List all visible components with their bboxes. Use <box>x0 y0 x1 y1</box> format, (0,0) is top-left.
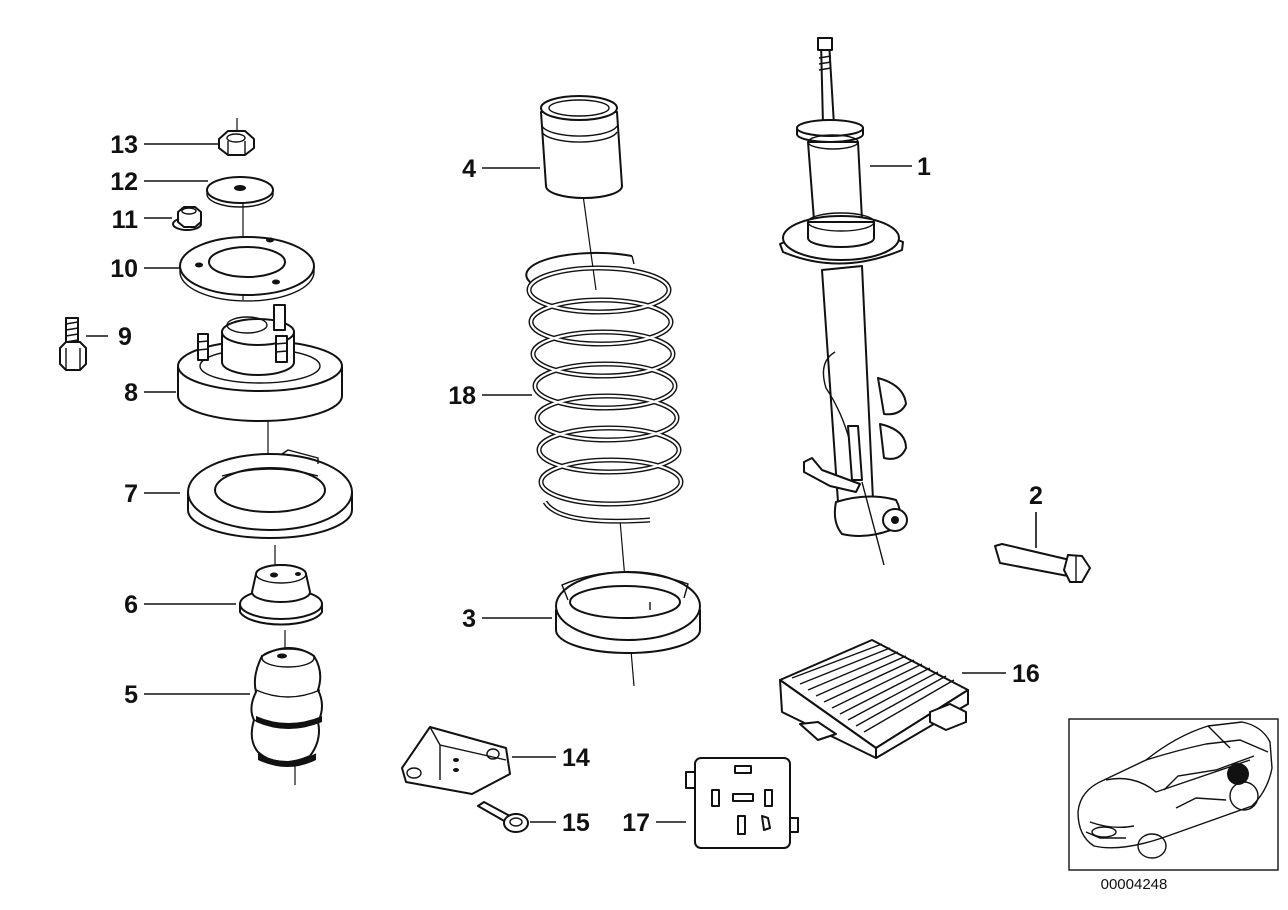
leader-lines <box>86 143 1037 823</box>
part-2-hex-bolt[interactable] <box>994 543 1091 583</box>
vehicle-location-inset: 00004248 <box>1068 718 1279 893</box>
car-outline <box>1077 721 1273 859</box>
callout-5: 5 <box>124 681 138 709</box>
callout-labels: 13 12 11 10 9 8 7 6 5 4 18 3 1 2 16 14 1… <box>110 131 1043 837</box>
part-10-mounting-plate[interactable] <box>179 236 315 302</box>
part-5-bump-stop[interactable] <box>250 647 323 767</box>
callout-18: 18 <box>448 382 476 410</box>
part-15-screw[interactable] <box>477 801 529 833</box>
part-14-sensor[interactable] <box>401 726 511 795</box>
callout-7: 7 <box>124 480 138 508</box>
diagram-code: 00004248 <box>1101 876 1168 893</box>
part-3-lower-spring-pad[interactable] <box>555 571 701 654</box>
inset-frame <box>1068 718 1279 871</box>
part-13-hex-nut[interactable] <box>218 130 255 156</box>
callout-13: 13 <box>110 131 138 159</box>
part-12-washer[interactable] <box>206 176 274 208</box>
part-9-bolt[interactable] <box>59 317 87 371</box>
part-7-spring-pad[interactable] <box>187 449 353 539</box>
callout-14: 14 <box>562 744 590 772</box>
part-16-control-unit[interactable] <box>779 639 969 759</box>
callout-10: 10 <box>110 255 138 283</box>
part-4-protection-tube[interactable] <box>540 95 623 199</box>
callout-2: 2 <box>1029 482 1043 510</box>
callout-15: 15 <box>562 809 590 837</box>
callout-11: 11 <box>112 206 139 234</box>
part-1-shock-absorber[interactable] <box>779 37 908 566</box>
part-6-bump-stop-cap[interactable] <box>239 564 323 626</box>
part-11-flange-nut[interactable] <box>172 206 202 231</box>
part-17-relay[interactable] <box>685 757 799 849</box>
callout-12: 12 <box>110 168 138 196</box>
callout-1: 1 <box>917 153 931 181</box>
part-8-strut-top-mount[interactable] <box>177 304 343 422</box>
location-marker <box>1227 763 1249 785</box>
callout-16: 16 <box>1012 660 1040 688</box>
callout-6: 6 <box>124 591 138 619</box>
part-18-coil-spring[interactable] <box>525 251 684 524</box>
callout-17: 17 <box>622 809 650 837</box>
callout-8: 8 <box>124 379 138 407</box>
callout-3: 3 <box>462 605 476 633</box>
callout-4: 4 <box>462 155 476 183</box>
axis-center-top <box>582 194 597 291</box>
callout-9: 9 <box>118 323 132 351</box>
